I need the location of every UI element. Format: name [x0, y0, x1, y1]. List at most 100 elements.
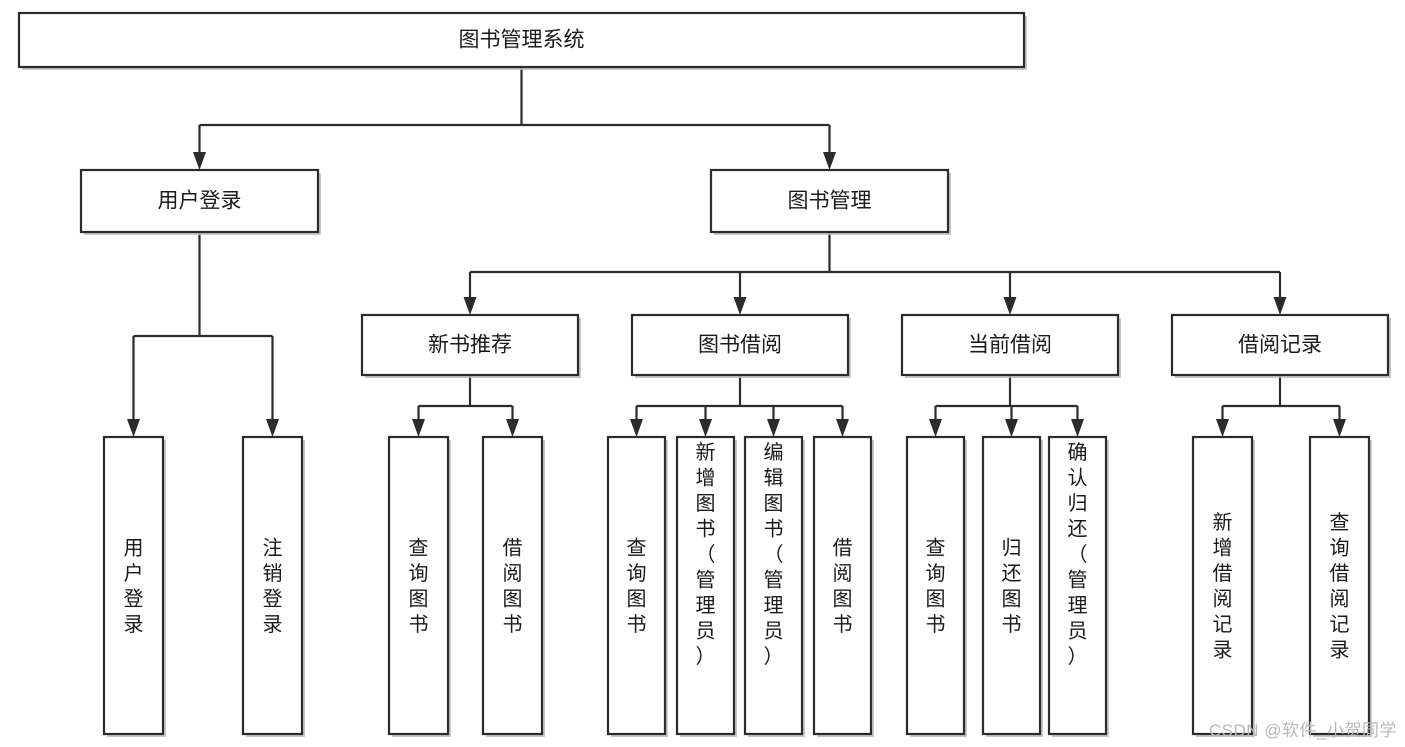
node-box[interactable] — [360, 313, 580, 377]
edge-arrowhead — [733, 297, 747, 315]
node-label: 新书推荐 — [428, 334, 512, 357]
edge-arrowhead — [266, 419, 279, 437]
node-label-char: 辑 — [764, 467, 784, 490]
node-box[interactable] — [900, 313, 1120, 377]
edge-arrowhead — [1071, 419, 1084, 437]
node-box[interactable] — [17, 11, 1026, 69]
node-leaf-user-login[interactable]: 用户登录 — [102, 435, 166, 737]
node-borrow-record[interactable]: 借阅记录 — [1170, 313, 1391, 378]
node-box[interactable] — [743, 435, 804, 736]
node-label-char: 记 — [1330, 613, 1350, 636]
node-label-char: 还 — [1068, 518, 1088, 541]
node-label-char: 注 — [263, 536, 283, 559]
node-label-char: 用 — [124, 537, 144, 559]
node-label-char: 管 — [696, 569, 716, 592]
node-label-char: 询 — [926, 562, 946, 585]
node-label-char: 图 — [926, 588, 946, 610]
node-label-char: 认 — [1068, 467, 1088, 490]
edge-arrowhead — [699, 419, 712, 437]
node-box[interactable] — [675, 435, 736, 736]
node-label-char: 阅 — [1213, 587, 1233, 610]
node-box[interactable] — [981, 435, 1042, 736]
node-label-char: 员 — [764, 621, 784, 643]
node-box[interactable] — [481, 435, 544, 736]
node-label: 图书借阅 — [698, 334, 782, 357]
node-box[interactable] — [606, 435, 667, 736]
node-label-char: （ — [1068, 543, 1088, 566]
node-label-char: 书 — [833, 613, 853, 636]
node-label-char: 图 — [503, 588, 523, 610]
node-label-char: 登 — [124, 587, 144, 610]
node-label-char: 录 — [124, 614, 144, 636]
edge-arrowhead — [127, 419, 140, 437]
node-box[interactable] — [905, 435, 966, 736]
node-label-char: 归 — [1002, 536, 1022, 559]
node-box[interactable] — [387, 435, 450, 736]
node-label-char: 归 — [1068, 492, 1088, 515]
node-label-char: 户 — [124, 562, 144, 585]
edge-arrowhead — [193, 152, 206, 170]
node-label-char: 增 — [1213, 536, 1233, 559]
node-label-char: 理 — [696, 595, 716, 617]
node-label-char: 借 — [1330, 562, 1350, 585]
node-label-char: 书 — [409, 613, 429, 636]
node-label: 借阅记录 — [1238, 334, 1322, 357]
node-label-char: 查 — [409, 536, 429, 559]
node-label-char: 还 — [1002, 562, 1022, 585]
node-label-char: 理 — [764, 595, 784, 617]
node-label-char: ） — [696, 645, 716, 668]
node-label-char: 理 — [1068, 595, 1088, 617]
node-box[interactable] — [1047, 435, 1108, 736]
node-label-char: （ — [696, 543, 716, 566]
node-box[interactable] — [630, 313, 850, 377]
node-label-char: 增 — [696, 467, 716, 490]
edge-arrowhead — [767, 419, 780, 437]
node-label-char: 阅 — [1330, 587, 1350, 610]
node-box[interactable] — [1191, 435, 1254, 736]
node-label-char: 管 — [764, 569, 784, 592]
node-box[interactable] — [102, 435, 165, 736]
node-box[interactable] — [812, 435, 873, 736]
node-label-char: ） — [764, 645, 784, 668]
node-new-book-recommend[interactable]: 新书推荐 — [360, 313, 581, 378]
node-box[interactable] — [709, 168, 950, 234]
node-label-char: 图 — [1002, 588, 1022, 610]
node-label-char: 图 — [409, 588, 429, 610]
node-label-char: 员 — [696, 621, 716, 643]
node-label-char: 借 — [503, 536, 523, 559]
edge-arrowhead — [823, 152, 836, 170]
node-label-char: 图 — [833, 588, 853, 610]
node-label-char: 新 — [1213, 511, 1233, 534]
node-box[interactable] — [1308, 435, 1371, 736]
node-box[interactable] — [241, 435, 304, 736]
node-box[interactable] — [79, 168, 320, 234]
node-current-borrow[interactable]: 当前借阅 — [900, 313, 1121, 378]
node-label-char: 书 — [764, 518, 784, 541]
node-label-char: 书 — [696, 518, 716, 541]
node-user-login[interactable]: 用户登录 — [79, 168, 321, 235]
node-book-borrow[interactable]: 图书借阅 — [630, 313, 851, 378]
node-root[interactable]: 图书管理系统 — [17, 11, 1027, 70]
node-label-char: 借 — [1213, 562, 1233, 585]
edge-arrowhead — [1003, 297, 1017, 315]
node-label-char: 查 — [926, 536, 946, 559]
node-box[interactable] — [1170, 313, 1390, 377]
edge-arrowhead — [412, 419, 425, 437]
node-book-manage[interactable]: 图书管理 — [709, 168, 951, 235]
node-label-char: 图 — [764, 493, 784, 515]
node-label-char: 阅 — [503, 562, 523, 585]
node-label-char: 员 — [1068, 621, 1088, 643]
